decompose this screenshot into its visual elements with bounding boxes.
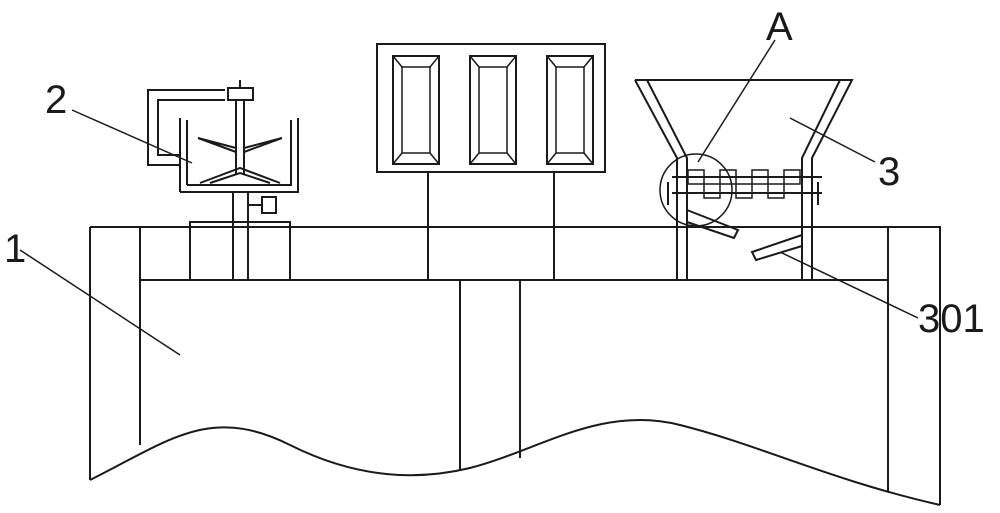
hopper-funnel-right <box>635 79 854 280</box>
leader-line-2 <box>71 109 193 164</box>
mixer-tank-right <box>180 118 299 193</box>
mixer-tank-inner <box>186 120 292 186</box>
hopper-blade-right <box>750 234 803 262</box>
hopper-rollers <box>687 169 801 199</box>
cabinet-window-3-bevel <box>546 55 594 165</box>
hopper-funnel-left <box>634 79 678 280</box>
mixer-upper-blades <box>197 137 283 153</box>
detail-circle-a <box>659 153 733 227</box>
cabinet-window-3-inner <box>555 66 585 154</box>
hopper-funnel-inner <box>646 79 841 280</box>
base-body <box>89 226 941 506</box>
mixer-shaft-lower <box>232 222 249 280</box>
cabinet-frame <box>376 43 606 173</box>
mixer-shaft-cap <box>227 87 254 101</box>
label-detail: A <box>766 5 793 49</box>
label-hopper: 3 <box>878 150 900 194</box>
hopper-roller-ends <box>667 182 819 205</box>
mixer-drive-loop-inner <box>157 99 225 156</box>
leader-line-301 <box>779 251 919 319</box>
base-break-wave <box>89 418 941 506</box>
leader-line-3 <box>789 117 876 163</box>
mixer-support-block <box>189 221 291 280</box>
cabinet-window-1-bevel <box>392 55 440 165</box>
hopper-assembly <box>634 79 854 280</box>
cabinet-window-2-bevel <box>469 55 517 165</box>
mixer-shaft-column <box>232 192 249 222</box>
control-cabinet <box>376 43 606 280</box>
leader-line-a <box>697 39 776 163</box>
label-mixer: 2 <box>45 78 67 122</box>
cabinet-window-2 <box>469 55 517 165</box>
mixer-motor-box <box>261 196 277 214</box>
label-blade: 301 <box>918 297 985 341</box>
cabinet-window-3 <box>546 55 594 165</box>
label-base: 1 <box>4 227 26 271</box>
mixer-drive-loop-outer <box>147 89 225 166</box>
cabinet-post <box>427 172 555 280</box>
mixer-lower-blades <box>199 166 281 184</box>
leader-lines <box>19 39 919 356</box>
hopper-roller-bed <box>672 176 822 194</box>
leader-line-1 <box>19 249 181 356</box>
cabinet-window-1 <box>392 55 440 165</box>
cabinet-window-2-inner <box>478 66 508 154</box>
mixer-assembly <box>147 80 299 280</box>
cabinet-window-1-inner <box>401 66 431 154</box>
hopper-blade-left <box>686 209 740 240</box>
mixer-shaft <box>235 100 245 175</box>
